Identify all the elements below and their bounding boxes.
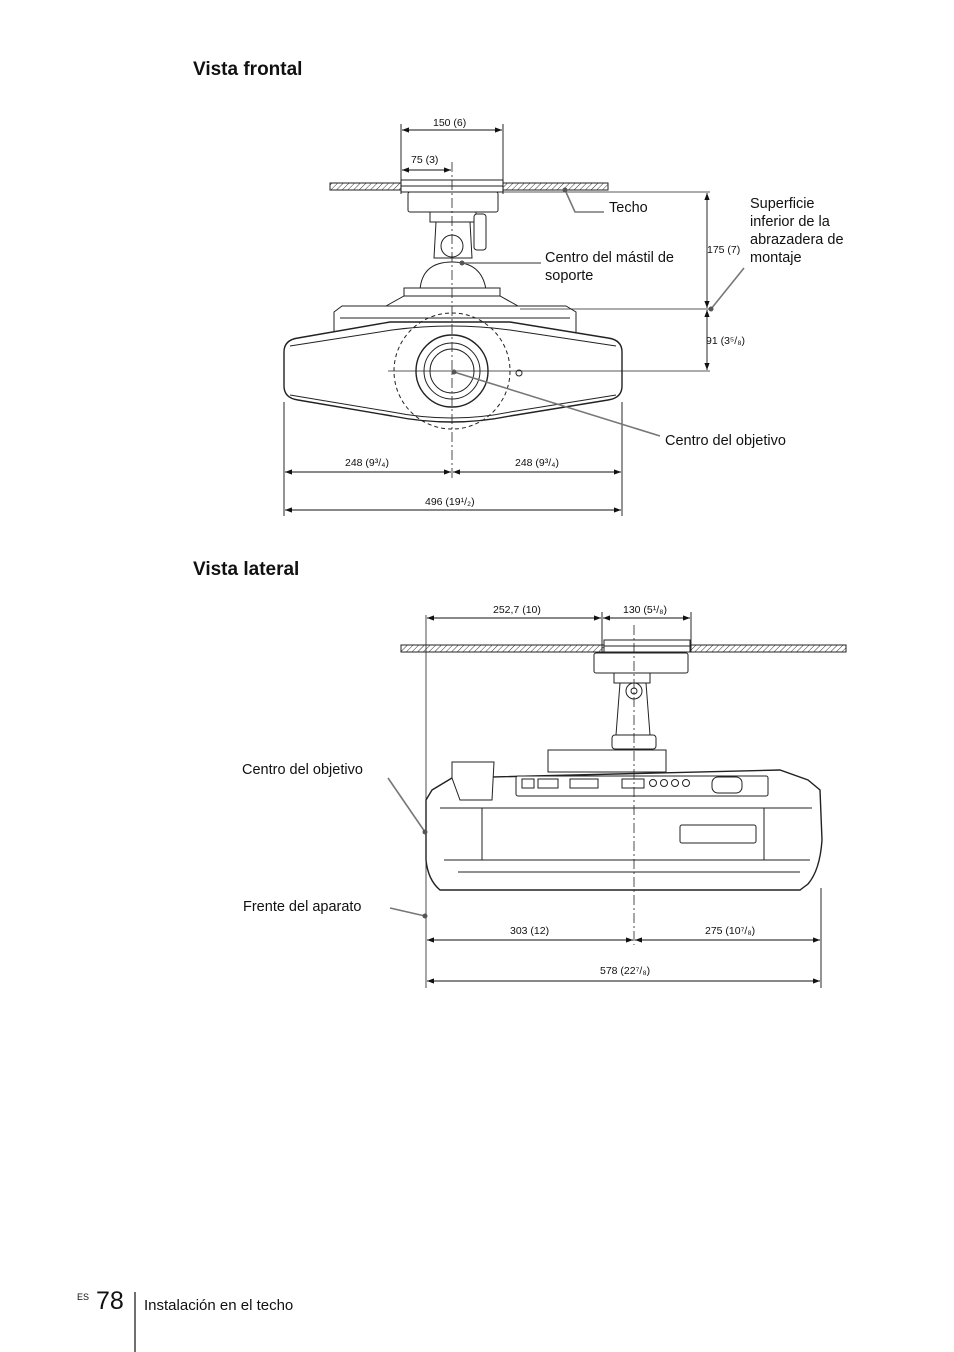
label-centro-objetivo-front: Centro del objetivo [665,433,786,449]
front-dimensions [283,124,710,516]
label-frente-aparato: Frente del aparato [243,899,362,915]
dim-578: 578 (22⁷/₈) [600,965,651,977]
footer-language: ES [77,1292,90,1302]
page-number: 78 [96,1287,124,1315]
side-dimensions [427,612,822,988]
front-view-drawing [283,162,710,478]
dim-175: 175 (7) [707,244,741,256]
dim-130: 130 (5¹/₈) [623,604,668,616]
front-view-heading: Vista frontal [193,59,303,80]
dim-248-right: 248 (9³/₄) [515,457,559,469]
label-centro-mastil: Centro del mástil de soporte [545,250,674,284]
label-centro-objetivo-side: Centro del objetivo [242,762,363,778]
dim-91: 91 (3⁵/₈) [706,335,746,347]
front-leaders [451,187,745,437]
dim-248-left: 248 (9³/₄) [345,457,389,469]
side-view-heading: Vista lateral [193,559,300,580]
dim-75: 75 (3) [411,154,439,166]
dim-252: 252,7 (10) [493,604,541,616]
label-techo: Techo [609,200,648,216]
footer-section-title: Instalación en el techo [144,1297,294,1314]
dim-150: 150 (6) [433,117,467,129]
dim-303: 303 (12) [510,925,550,937]
dim-496: 496 (19¹/₂) [425,496,475,508]
label-superficie: Superficie inferior de la abrazadera de … [750,196,844,266]
side-leaders [387,777,428,919]
side-view-drawing [400,615,847,988]
dim-275: 275 (10⁷/₈) [705,925,756,937]
